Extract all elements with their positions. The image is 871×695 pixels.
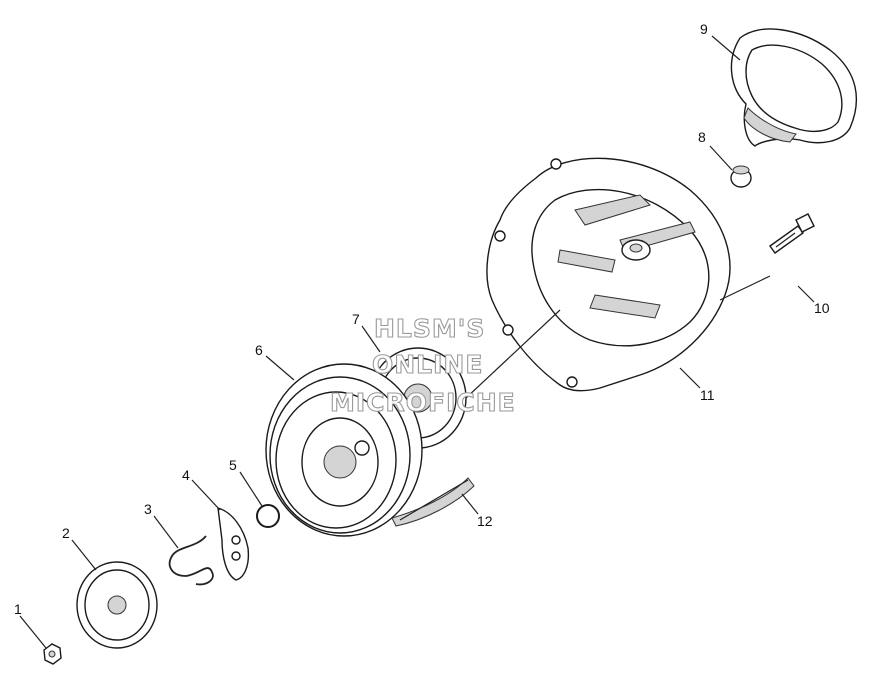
watermark-line-2: ONLINE — [372, 350, 483, 379]
callout-1: 1 — [14, 601, 22, 617]
watermark-line-1: HLSM'S — [374, 314, 485, 343]
bushing — [730, 165, 752, 188]
starter-handle — [730, 28, 857, 147]
callout-9: 9 — [700, 21, 708, 37]
nut — [43, 643, 62, 665]
pawl-spring — [168, 535, 214, 586]
rope-pulley — [265, 363, 423, 537]
callout-4: 4 — [182, 467, 190, 483]
callout-8: 8 — [698, 129, 706, 145]
callout-10: 10 — [814, 300, 830, 316]
watermark-line-3: MICROFICHE — [330, 388, 516, 417]
starter-rope — [391, 477, 475, 527]
pawl — [217, 507, 250, 581]
snap-ring — [256, 504, 280, 528]
watermark: HLSM'S ONLINE MICROFICHE — [329, 313, 516, 417]
callout-labels: 1 2 3 4 5 6 7 8 9 10 11 12 — [14, 21, 830, 617]
callout-6: 6 — [255, 342, 263, 358]
callout-11: 11 — [700, 387, 715, 403]
retainer-plate — [76, 561, 158, 649]
callout-2: 2 — [62, 525, 70, 541]
callout-5: 5 — [229, 457, 237, 473]
bolt — [769, 213, 815, 254]
callout-7: 7 — [352, 311, 360, 327]
leader-lines — [19, 35, 815, 649]
callout-12: 12 — [477, 513, 493, 529]
callout-3: 3 — [144, 501, 152, 517]
recoil-housing — [486, 157, 731, 392]
